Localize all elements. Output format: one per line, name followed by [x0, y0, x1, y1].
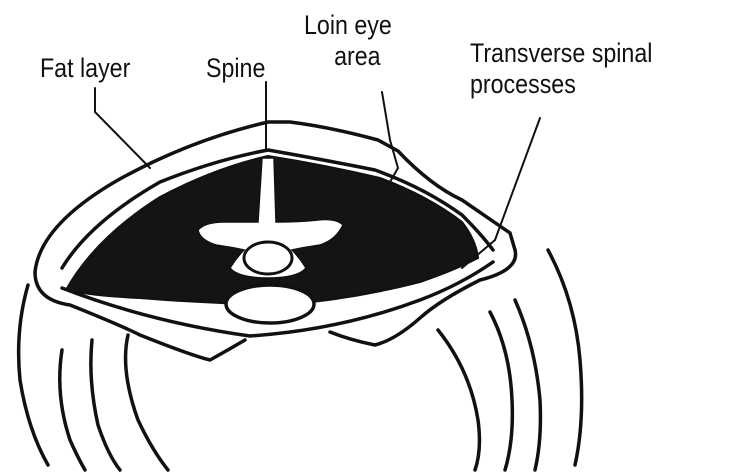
spinal-canal: [244, 242, 292, 274]
vertebral-body: [226, 285, 314, 323]
left-rib-outer: [19, 285, 48, 465]
loin-eye-area-label: Loin eye area: [304, 10, 392, 72]
transverse-label-line-1: Transverse spinal: [470, 38, 652, 69]
transverse-label-line-2: processes: [470, 69, 652, 100]
spine-label: Spine: [206, 53, 265, 84]
left-rib-inner-1: [60, 350, 85, 470]
fat-layer-label: Fat layer: [40, 53, 130, 84]
loin-eye-area-label-line-1: Loin eye: [304, 10, 392, 41]
left-rib-inner-2: [91, 340, 120, 470]
right-rib-outer: [548, 250, 582, 465]
loin-eye-area-label-line-2: area: [304, 41, 392, 72]
right-rib-inner-2: [490, 312, 512, 470]
right-rib-inner-1: [515, 300, 540, 470]
left-rib-inner-3: [126, 335, 168, 470]
fat-layer-leader-line: [95, 88, 150, 168]
transverse-spinal-processes-label: Transverse spinal processes: [470, 38, 652, 100]
right-rib-inner-3: [438, 330, 479, 470]
